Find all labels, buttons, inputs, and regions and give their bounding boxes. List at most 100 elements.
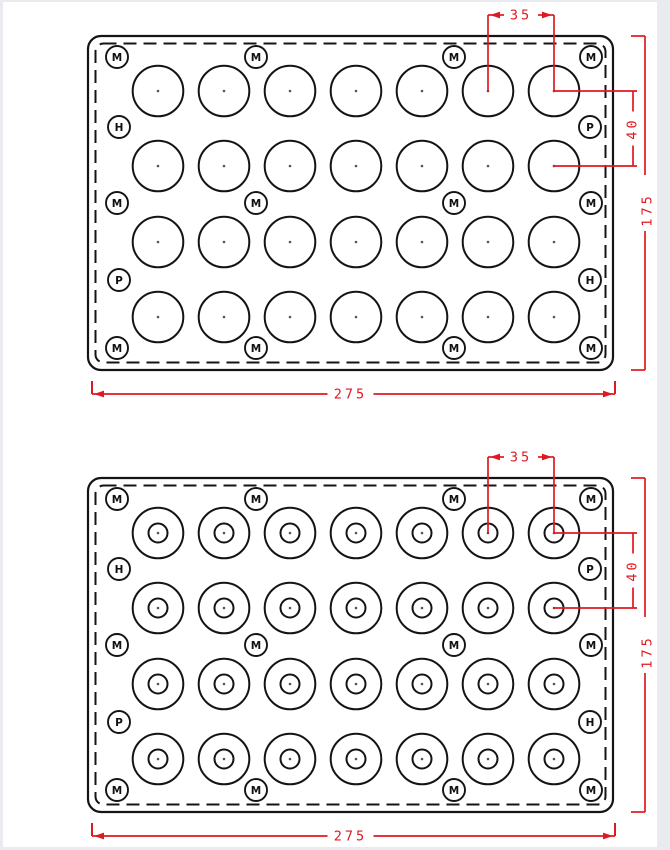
hole-center-dot [420, 315, 424, 319]
dimension-arrowhead [542, 11, 552, 19]
hole-outer-circle [263, 581, 317, 635]
marker-letter: M [112, 785, 122, 797]
marker-letter: M [449, 785, 459, 797]
marker-M: M [579, 336, 603, 360]
hole-center-dot [420, 89, 424, 93]
hole-center-dot [420, 531, 424, 535]
marker-M: M [442, 336, 466, 360]
hole-outer-circle [329, 215, 383, 269]
marker-circle [442, 336, 466, 360]
marker-H: H [578, 268, 602, 292]
marker-M: M [579, 633, 603, 657]
marker-M: M [105, 191, 129, 215]
marker-circle [578, 710, 602, 734]
marker-M: M [442, 633, 466, 657]
marker-circle [105, 633, 129, 657]
hole-center-dot [222, 89, 226, 93]
hole-outer-circle [197, 215, 251, 269]
hole-outer-circle [197, 139, 251, 193]
marker-circle [579, 633, 603, 657]
hole-center-dot [552, 315, 556, 319]
hole-outer-circle [197, 64, 251, 118]
hole-center-dot [288, 757, 292, 761]
hole-center-dot [156, 531, 160, 535]
marker-letter: H [586, 717, 595, 729]
marker-letter: M [586, 52, 596, 64]
marker-circle [107, 115, 131, 139]
marker-letter: M [112, 640, 122, 652]
hole-outer-circle [395, 139, 449, 193]
marker-letter: M [586, 785, 596, 797]
marker-circle [107, 268, 131, 292]
hole-center-dot [288, 89, 292, 93]
marker-M: M [105, 487, 129, 511]
hole-center-dot [156, 682, 160, 686]
dimension-label: 35 [510, 8, 532, 24]
marker-circle [578, 115, 602, 139]
hole-center-dot [552, 682, 556, 686]
dimension-arrowhead [542, 453, 552, 461]
dimension-label: 35 [510, 450, 532, 466]
hole-center-dot [354, 757, 358, 761]
marker-letter: M [449, 494, 459, 506]
hole-outer-circle [395, 657, 449, 711]
hole-center-dot [486, 240, 490, 244]
marker-M: M [579, 191, 603, 215]
hole-center-dot [222, 315, 226, 319]
marker-M: M [579, 487, 603, 511]
marker-letter: M [112, 198, 122, 210]
hole-inner-circle [411, 597, 433, 619]
plate-outline [86, 34, 615, 372]
hole-inner-circle [213, 597, 235, 619]
marker-circle [442, 778, 466, 802]
hole-outer-circle [329, 581, 383, 635]
hole-inner-circle [345, 522, 367, 544]
hole-outer-circle [263, 215, 317, 269]
hole-inner-circle [213, 522, 235, 544]
marker-M: M [244, 336, 268, 360]
hole-outer-circle [263, 506, 317, 560]
hole-center-dot [420, 682, 424, 686]
hole-center-dot [222, 531, 226, 535]
marker-M: M [105, 633, 129, 657]
hole-inner-circle [147, 673, 169, 695]
hole-outer-circle [197, 290, 251, 344]
marker-M: M [442, 191, 466, 215]
marker-circle [107, 557, 131, 581]
dimension-label: 175 [640, 193, 656, 226]
dimension-arrowhead [490, 11, 500, 19]
hole-outer-circle [131, 657, 185, 711]
marker-circle [105, 778, 129, 802]
marker-circle [579, 487, 603, 511]
hole-center-dot [420, 164, 424, 168]
hole-inner-circle [543, 748, 565, 770]
marker-P: P [578, 115, 602, 139]
marker-letter: M [112, 494, 122, 506]
marker-M: M [105, 778, 129, 802]
marker-P: P [107, 710, 131, 734]
hole-inner-circle [345, 748, 367, 770]
hole-center-dot [354, 606, 358, 610]
marker-P: P [107, 268, 131, 292]
marker-circle [579, 45, 603, 69]
hole-outer-circle [197, 657, 251, 711]
hole-center-dot [288, 164, 292, 168]
hole-outer-circle [197, 732, 251, 786]
paper-background [3, 2, 657, 847]
hole-center-dot [354, 315, 358, 319]
hole-center-dot [222, 682, 226, 686]
hole-outer-circle [131, 732, 185, 786]
marker-letter: H [115, 564, 124, 576]
marker-letter: M [449, 640, 459, 652]
marker-letter: M [449, 198, 459, 210]
marker-circle [442, 191, 466, 215]
hole-outer-circle [461, 215, 515, 269]
marker-letter: M [251, 785, 261, 797]
hole-center-dot [354, 240, 358, 244]
marker-M: M [105, 336, 129, 360]
dimension-label: 40 [625, 117, 641, 139]
marker-circle [244, 336, 268, 360]
